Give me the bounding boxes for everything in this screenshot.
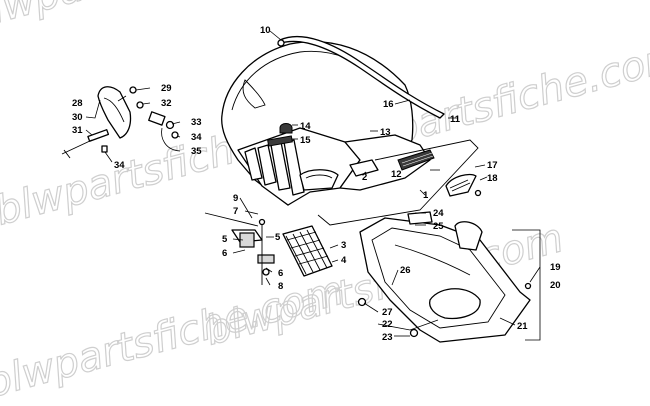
callout-8: 8 [278, 281, 283, 292]
callout-12: 12 [391, 169, 402, 180]
callout-2: 2 [362, 172, 367, 183]
callout-3: 3 [341, 240, 346, 251]
callout-10: 10 [260, 25, 271, 36]
callout-9: 9 [233, 193, 238, 204]
callout-34-right: 34 [191, 132, 202, 143]
assembly-outline-1 [317, 139, 479, 226]
callout-26: 26 [400, 265, 411, 276]
callout-6-right: 6 [278, 268, 283, 279]
callout-35: 35 [191, 146, 202, 157]
callout-24: 24 [433, 208, 444, 219]
grille-screen-part [282, 225, 333, 277]
callout-27: 27 [382, 307, 393, 318]
callouts: 1 2 3 4 5 5 6 6 7 8 9 10 11 12 13 14 15 … [72, 25, 561, 343]
callout-4: 4 [341, 255, 347, 266]
callout-18: 18 [487, 173, 498, 184]
callout-30: 30 [72, 112, 83, 123]
callout-6-left: 6 [222, 248, 227, 259]
callout-17: 17 [487, 160, 498, 171]
callout-5-left: 5 [222, 234, 228, 245]
watermark-top: blwpartsfiche.com [0, 0, 329, 39]
leader-lines [85, 30, 541, 341]
callout-28: 28 [72, 98, 83, 109]
callout-25: 25 [433, 221, 444, 232]
callout-5-right: 5 [275, 232, 281, 243]
callout-15: 15 [300, 135, 311, 146]
callout-21: 21 [517, 321, 528, 332]
light-bracket-part [445, 173, 482, 197]
callout-16: 16 [383, 99, 394, 110]
callout-23: 23 [382, 332, 393, 343]
callout-31: 31 [72, 125, 83, 136]
hood-part [221, 41, 435, 206]
callout-13: 13 [380, 127, 391, 138]
callout-34-bottom: 34 [114, 160, 125, 171]
windshield-deflector-part [61, 86, 179, 159]
callout-14: 14 [300, 121, 311, 132]
callout-7: 7 [233, 206, 238, 217]
callout-33: 33 [191, 117, 202, 128]
callout-19: 19 [550, 262, 561, 273]
callout-22: 22 [382, 319, 393, 330]
callout-1: 1 [423, 190, 429, 201]
callout-29: 29 [161, 83, 172, 94]
storage-tray-part [357, 211, 532, 343]
callout-20: 20 [550, 280, 561, 291]
callout-11: 11 [450, 114, 461, 125]
callout-32: 32 [161, 98, 172, 109]
watermark-bottom-left: blwpartsfiche.com [0, 268, 348, 406]
bracket-part [204, 212, 275, 285]
